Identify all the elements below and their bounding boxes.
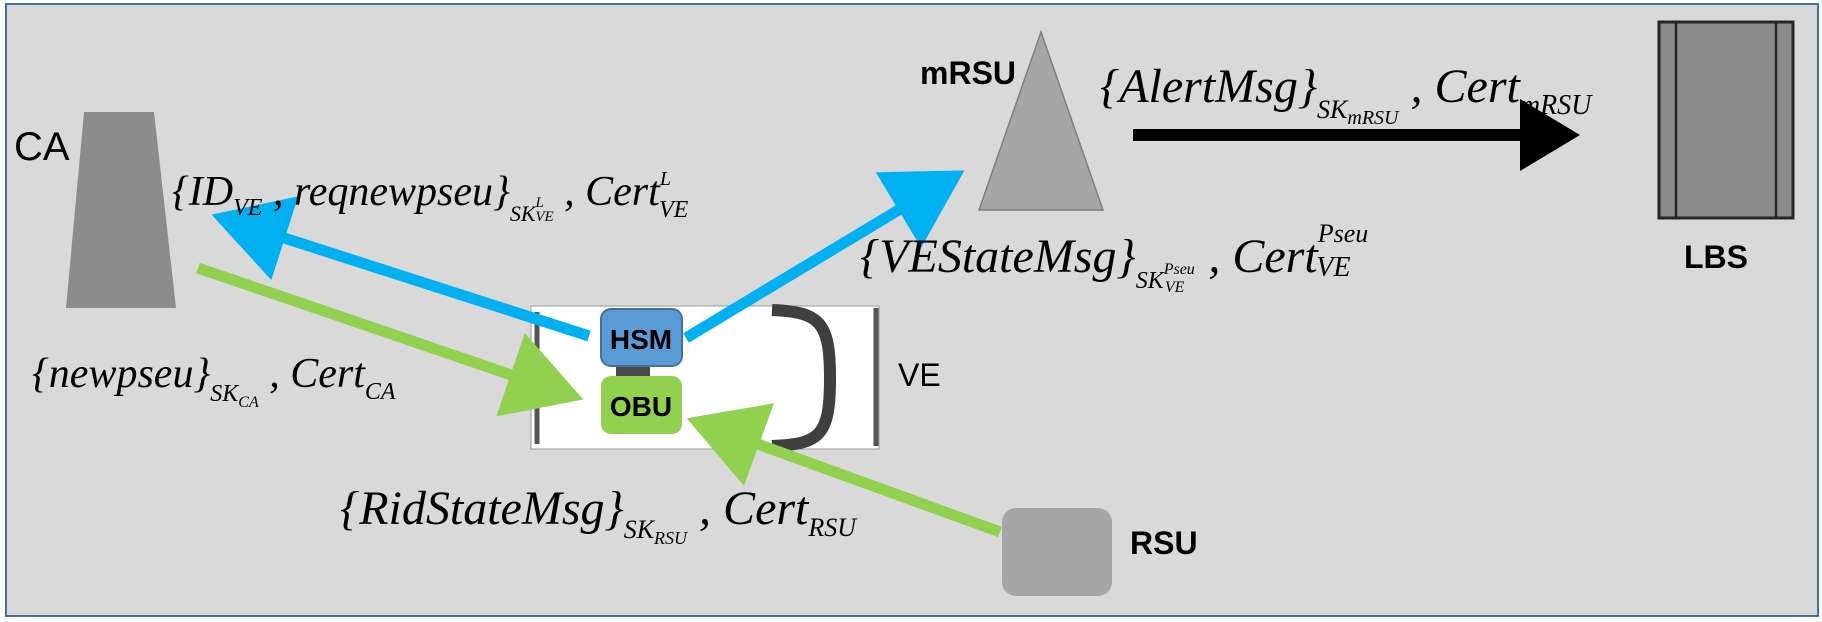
obu-module (601, 376, 682, 434)
obu-label: OBU (610, 391, 672, 422)
arrow-hsm-to-mrsu (683, 170, 965, 343)
lbs-server-icon (1657, 20, 1795, 220)
arrow-hsm-to-ca (211, 196, 591, 342)
ve-label: VE (898, 357, 941, 393)
mrsu-label: mRSU (920, 55, 1016, 91)
ca-tower-icon (66, 112, 176, 308)
hsm-module (600, 308, 683, 367)
ridstate-message-formula: {RidStateMsg}SKRSU , CertRSU (340, 482, 858, 548)
arrow-ca-to-obu (196, 262, 584, 417)
mrsu-triangle-icon (977, 29, 1105, 211)
newpseu-message-formula: {newpseu}SKCA , CertCA (32, 351, 396, 411)
lbs-label: LBS (1684, 239, 1748, 275)
hsm-label: HSM (610, 324, 672, 355)
alert-message-formula: {AlertMsg}SKmRSU , CertmRSU (1100, 60, 1593, 129)
arrow-rsu-to-obu (686, 403, 1002, 538)
ca-label: CA (14, 125, 70, 169)
rsu-box-icon (1002, 508, 1112, 596)
rsu-label: RSU (1130, 525, 1198, 561)
